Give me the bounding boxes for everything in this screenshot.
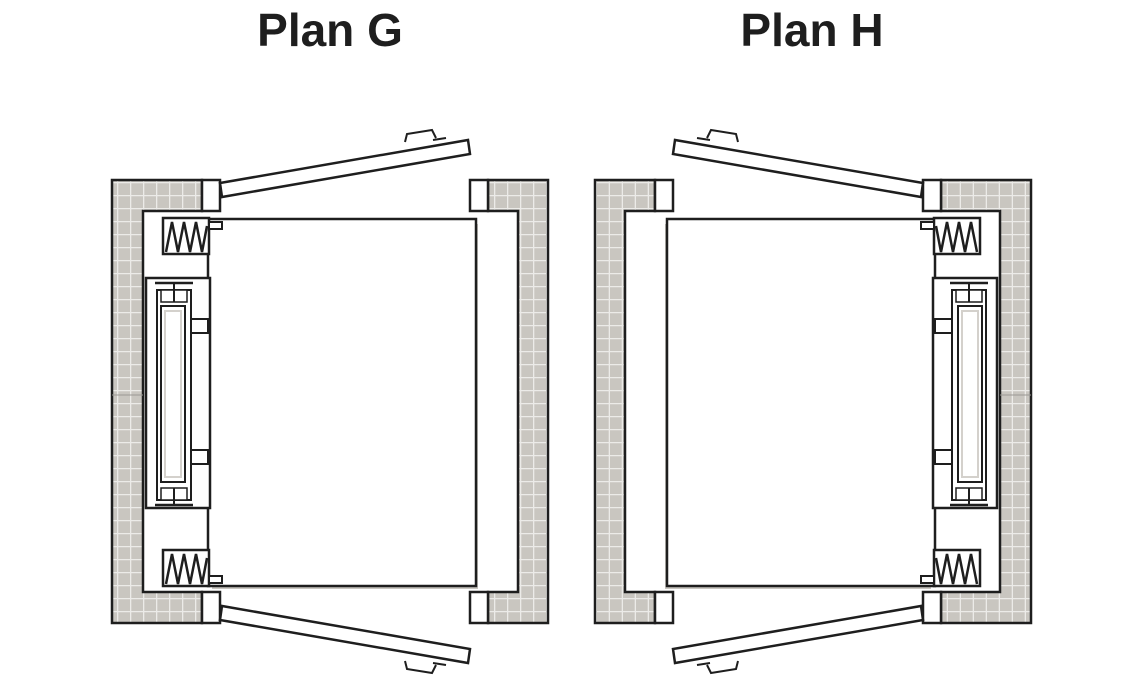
- plan-h-drawing: [593, 128, 1033, 675]
- plan-g-title: Plan G: [257, 4, 403, 56]
- plan-h-title: Plan H: [740, 4, 884, 56]
- plan-g-drawing: [110, 128, 550, 675]
